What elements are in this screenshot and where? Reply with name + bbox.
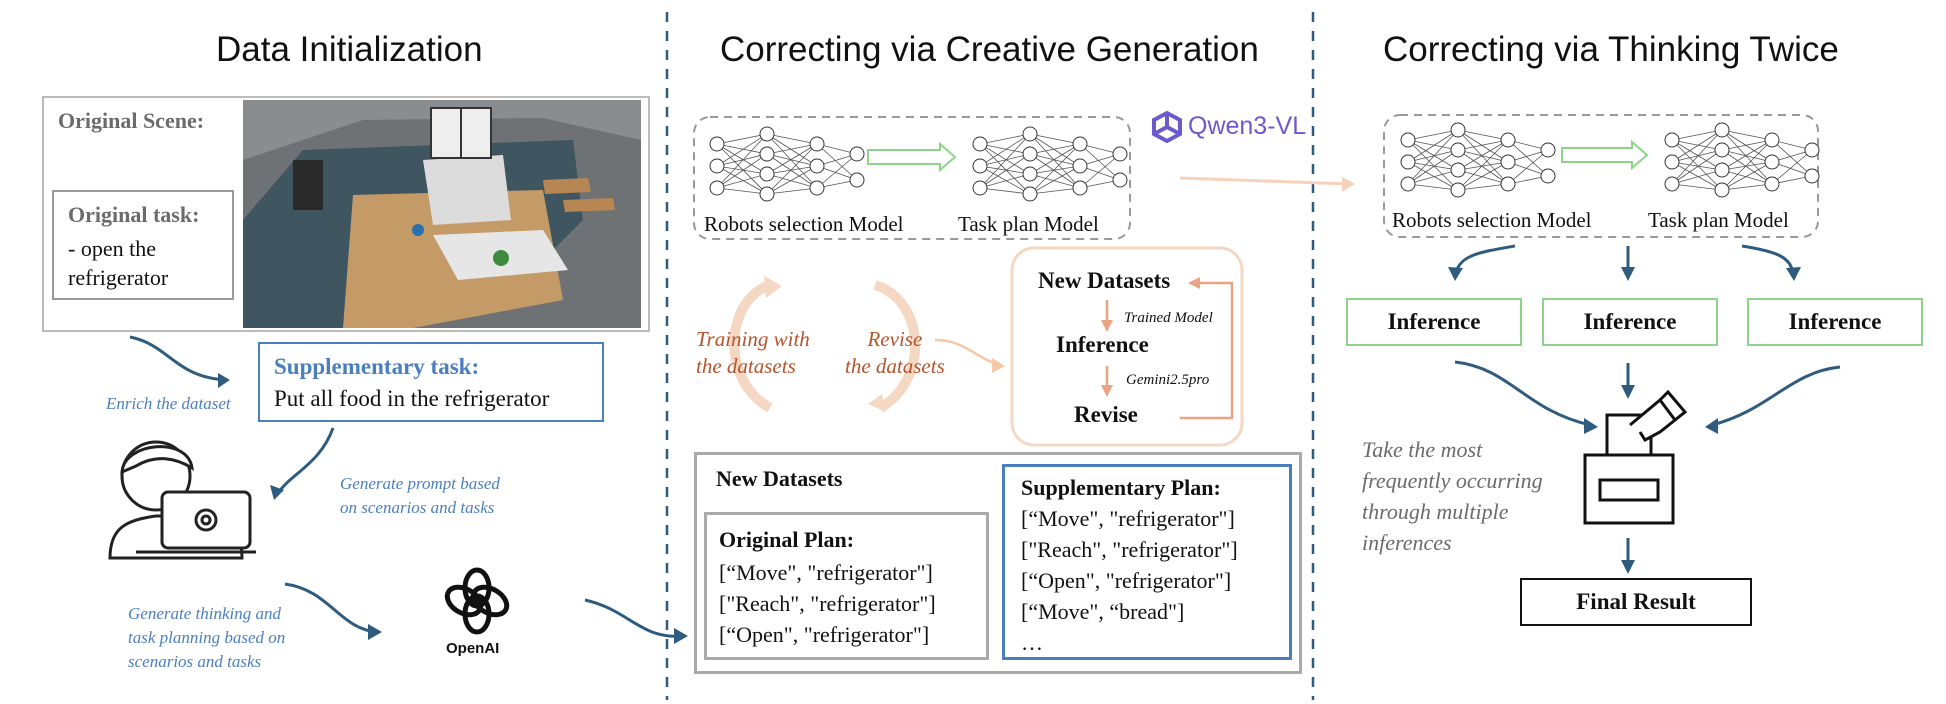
supplementary-task-text: Put all food in the refrigerator: [274, 386, 550, 411]
training-loop-right: [873, 280, 920, 413]
revise-datasets-label: Revise the datasets: [845, 326, 945, 380]
inference-box-3: Inference: [1747, 298, 1923, 346]
original-scene-label: Original Scene:: [58, 108, 205, 133]
take-most-line: frequently occurring: [1362, 468, 1543, 493]
cycle-box: [1010, 246, 1244, 447]
training-line-2: the datasets: [696, 354, 796, 378]
original-plan-box: Original Plan: [“Move", "refrigerator"] …: [704, 512, 989, 660]
original-plan-item: [“Open", "refrigerator"]: [719, 622, 930, 647]
take-most-line: through multiple: [1362, 499, 1509, 524]
openai-to-datasets-arrow: [584, 598, 685, 638]
supplementary-plan-item: [“Move", “bread"]: [1021, 599, 1185, 624]
supplementary-plan-item: [“Open", "refrigerator"]: [1021, 568, 1232, 593]
neural-net-icon-task-mid: [972, 126, 1128, 202]
qwen-logo-icon: [1152, 110, 1182, 144]
new-datasets-label: New Datasets: [716, 466, 843, 491]
original-plan-item: [“Move", "refrigerator"]: [719, 560, 933, 585]
neural-net-icon-task-right: [1664, 122, 1820, 198]
task-model-label-mid: Task plan Model: [958, 212, 1099, 236]
generate-thinking-line-3: scenarios and tasks: [128, 652, 262, 671]
inference-label: Inference: [1387, 309, 1481, 334]
neural-net-icon-robots-mid: [709, 126, 865, 202]
prompt-arrow: [275, 427, 335, 496]
supplementary-plan-box: Supplementary Plan: [“Move", "refrigerat…: [1002, 464, 1292, 660]
final-result-label: Final Result: [1576, 589, 1696, 614]
cycle-gemini: Gemini2.5pro: [1126, 372, 1210, 388]
generate-prompt-line-2: on scenarios and tasks: [340, 498, 495, 517]
qwen-to-right-arrow: [1179, 176, 1351, 186]
training-loop-left: [729, 280, 773, 413]
supplementary-task-box: Supplementary task: Put all food in the …: [258, 342, 604, 422]
cycle-new-datasets: New Datasets: [1038, 268, 1171, 293]
original-scene-panel: [42, 96, 650, 332]
task-model-label-right: Task plan Model: [1648, 208, 1789, 232]
original-plan-label: Original Plan:: [719, 527, 855, 552]
cycle-revise: Revise: [1074, 402, 1138, 427]
original-task-line-2: refrigerator: [68, 265, 169, 290]
original-task-label: Original task:: [68, 202, 200, 227]
generate-thinking-label: Generate thinking and task planning base…: [128, 602, 285, 674]
inference-box-1: Inference: [1346, 298, 1522, 346]
original-task-line-1: - open the: [68, 236, 156, 261]
revise-line-2: the datasets: [845, 354, 945, 378]
supplementary-task-label: Supplementary task:: [274, 354, 480, 379]
supplementary-plan-label: Supplementary Plan:: [1021, 475, 1221, 500]
supplementary-plan-item: …: [1021, 630, 1043, 655]
final-result-box: Final Result: [1520, 578, 1752, 626]
section-title-creative: Correcting via Creative Generation: [720, 30, 1259, 69]
model-dashed-box-right: [1383, 114, 1819, 238]
section-title-data-init: Data Initialization: [216, 30, 483, 69]
neural-net-icon-robots-right: [1400, 122, 1556, 198]
new-datasets-box: [694, 452, 1302, 674]
inference-label: Inference: [1788, 309, 1882, 334]
training-label: Training with the datasets: [696, 326, 810, 380]
section-title-thinking: Correcting via Thinking Twice: [1383, 30, 1839, 69]
supplementary-plan-list: [“Move", "refrigerator"] ["Reach", "refr…: [1021, 503, 1238, 658]
openai-logo-icon: [444, 567, 510, 635]
take-most-line: Take the most: [1362, 437, 1483, 462]
robots-model-label-right: Robots selection Model: [1392, 208, 1592, 232]
ballot-box-icon: [1583, 389, 1688, 525]
supplementary-plan-item: [“Move", "refrigerator"]: [1021, 506, 1235, 531]
generate-prompt-line-1: Generate prompt based: [340, 474, 500, 493]
enrich-dataset-label: Enrich the dataset: [106, 394, 231, 413]
model-dashed-box-mid: [693, 116, 1131, 240]
person-laptop-icon: [108, 440, 256, 560]
cycle-trained-model: Trained Model: [1124, 310, 1213, 326]
original-task-text: - open the refrigerator: [68, 234, 168, 292]
generate-thinking-line-1: Generate thinking and: [128, 604, 281, 623]
supplementary-plan-item: ["Reach", "refrigerator"]: [1021, 537, 1238, 562]
robots-model-label-mid: Robots selection Model: [704, 212, 904, 236]
generate-prompt-label: Generate prompt based on scenarios and t…: [340, 472, 500, 520]
qwen-label: Qwen3-VL: [1188, 112, 1307, 140]
kitchen-scene-image: [243, 100, 641, 328]
green-arrow-mid: [867, 141, 957, 173]
inference-box-2: Inference: [1542, 298, 1718, 346]
cycle-inference: Inference: [1056, 332, 1149, 357]
enrich-arrow: [129, 335, 229, 382]
original-task-box: Original task: - open the refrigerator: [52, 190, 234, 300]
green-arrow-right: [1561, 139, 1649, 171]
original-plan-list: [“Move", "refrigerator"] ["Reach", "refr…: [719, 557, 936, 650]
generate-thinking-line-2: task planning based on: [128, 628, 286, 647]
training-line-1: Training with: [696, 327, 810, 351]
revise-line-1: Revise: [867, 327, 923, 351]
openai-label: OpenAI: [446, 640, 500, 657]
take-most-label: Take the most frequently occurring throu…: [1362, 434, 1543, 558]
original-plan-item: ["Reach", "refrigerator"]: [719, 591, 936, 616]
take-most-line: inferences: [1362, 530, 1452, 555]
thinking-arrow: [284, 582, 379, 634]
inference-label: Inference: [1583, 309, 1677, 334]
